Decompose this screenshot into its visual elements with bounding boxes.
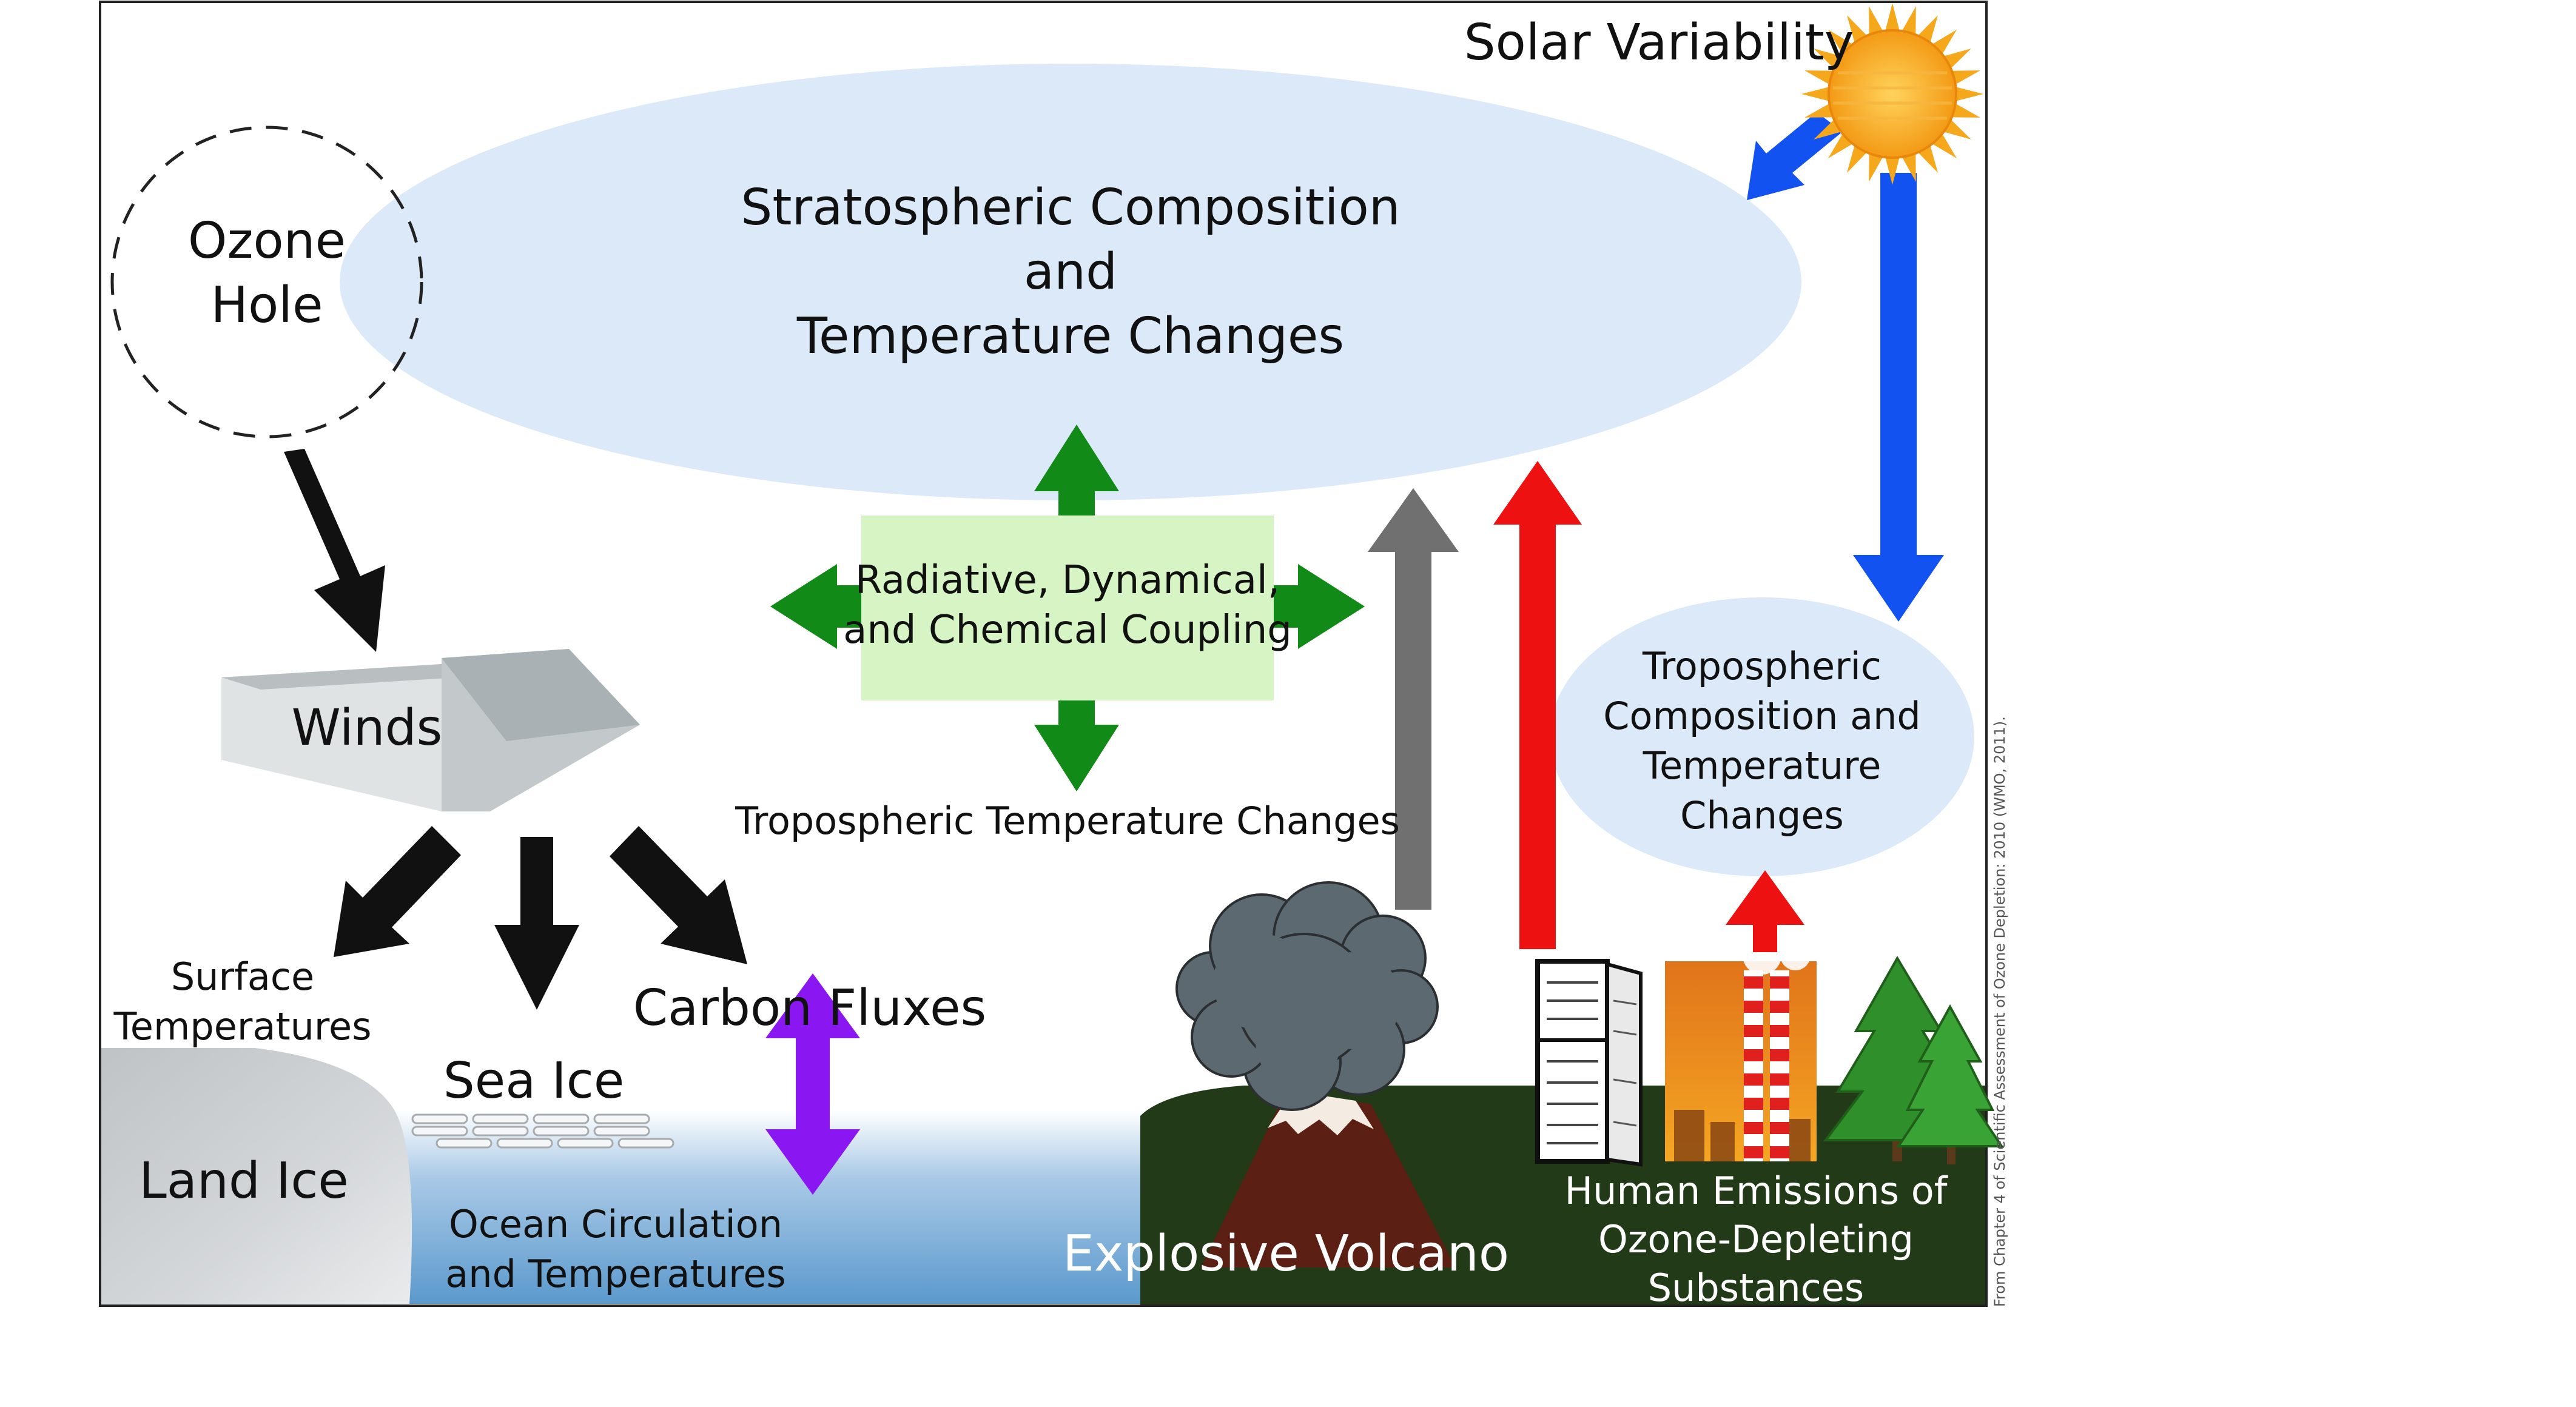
ozone-hole-circle <box>110 126 423 438</box>
solar-label: Solar Variability <box>1464 14 1854 72</box>
ozone-label-line2: Hole <box>210 277 323 334</box>
green-arrow-down <box>1034 700 1119 791</box>
sun-ray <box>1801 86 1832 102</box>
sun-ray <box>1884 154 1901 185</box>
sun-ray <box>1804 102 1837 118</box>
ocean-label-line2: and Temperatures <box>445 1252 785 1296</box>
winds-to-seaice-arrow <box>494 837 579 1010</box>
coupling-box <box>861 515 1274 700</box>
sun-ray <box>1884 3 1901 34</box>
ocean-label-line1: Ocean Circulation <box>449 1202 782 1246</box>
tropo-temp-label: Tropospheric Temperature Changes <box>735 799 1400 843</box>
solar-blue-arrow-diagonal <box>1747 112 1843 200</box>
sun-ray <box>1869 150 1885 182</box>
trees-icon <box>1823 956 2004 1164</box>
sun-ray <box>1869 6 1885 38</box>
coupling-label-line1: Radiative, Dynamical, <box>855 558 1280 603</box>
solar-blue-arrow-down <box>1853 173 1944 622</box>
volcano <box>1175 881 1456 1268</box>
tropo-comp-line1: Tropospheric <box>1642 644 1882 688</box>
sun-ray <box>1900 150 1916 182</box>
factory-icon <box>1665 922 1817 1161</box>
carbon-ocean-purple-arrow <box>765 973 860 1195</box>
winds-to-carbon-arrow <box>610 826 747 964</box>
human-label-line2: Ozone-Depleting <box>1598 1217 1914 1261</box>
winds-arrow <box>221 649 640 811</box>
labels: Stratospheric Composition and Temperatur… <box>113 14 1948 1310</box>
credit-text: From Chapter 4 of Scientific Assessment … <box>1991 716 2008 1307</box>
sun-ray <box>1900 6 1916 38</box>
sun-ray <box>1952 86 1983 102</box>
human-label-line3: Substances <box>1648 1266 1864 1310</box>
green-arrow-up <box>1034 425 1119 515</box>
volcano-gray-arrow <box>1368 488 1459 910</box>
land-ice-label: Land Ice <box>139 1152 349 1210</box>
winds-to-surface-arrow <box>334 826 461 957</box>
emissions-red-arrow <box>1493 461 1582 949</box>
surface-label-line1: Surface <box>171 955 314 999</box>
tropo-comp-line2: Composition and <box>1603 694 1921 738</box>
carbon-label: Carbon Fluxes <box>633 979 987 1037</box>
sun-icon <box>1801 3 1983 185</box>
black-arrows <box>284 449 747 1010</box>
troposphere-ellipse <box>1550 597 1974 876</box>
sun-ray <box>1948 102 1980 118</box>
refrigerator-icon <box>1535 959 1643 1167</box>
sun-ray <box>1804 70 1837 86</box>
tropo-comp-line4: Changes <box>1680 793 1844 838</box>
strat-label-line1: Stratospheric Composition <box>741 179 1400 237</box>
winds-label: Winds <box>292 699 443 757</box>
strat-label-line2: and <box>1024 243 1117 301</box>
sea-ice-floes <box>411 1113 674 1149</box>
human-label-line1: Human Emissions of <box>1565 1169 1949 1213</box>
surface-label-line2: Temperatures <box>113 1004 371 1049</box>
stratosphere-ellipse <box>340 64 1801 500</box>
land-ice <box>101 1048 412 1305</box>
sea-ice-label: Sea Ice <box>443 1052 625 1110</box>
green-arrow-left <box>770 564 861 649</box>
coupling-green-arrows <box>770 425 1365 791</box>
factory-red-arrow <box>1726 870 1804 952</box>
ozone-label-line1: Ozone <box>188 212 346 270</box>
tropo-comp-line3: Temperature <box>1643 744 1882 788</box>
green-arrow-right <box>1274 564 1365 649</box>
sun-ray <box>1948 70 1980 86</box>
coupling-label-line2: and Chemical Coupling <box>843 608 1292 653</box>
ozone-to-winds-arrow <box>284 449 385 652</box>
volcano-label: Explosive Volcano <box>1063 1225 1509 1283</box>
strat-label-line3: Temperature Changes <box>796 307 1344 365</box>
